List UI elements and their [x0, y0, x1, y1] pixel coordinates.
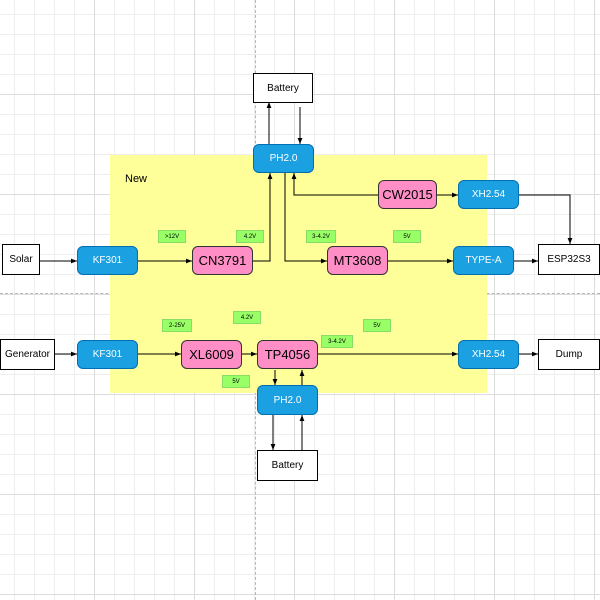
esp32s3-node[interactable]: ESP32S3	[538, 244, 600, 275]
voltage-label-tp4056-battery[interactable]: 5V	[222, 375, 250, 388]
generator-node[interactable]: Generator	[0, 339, 55, 370]
group-new-label: New	[125, 173, 148, 185]
voltage-label-xl6009-out[interactable]: 4.2V	[233, 311, 261, 324]
xh254-bottom-module[interactable]: XH2.54	[458, 340, 519, 369]
solar-node[interactable]: Solar	[2, 244, 40, 275]
dump-node[interactable]: Dump	[538, 339, 600, 370]
voltage-label-xh254-in[interactable]: 5V	[363, 319, 391, 332]
xl6009-module[interactable]: XL6009	[181, 340, 242, 369]
ph20-top-module[interactable]: PH2.0	[253, 144, 314, 173]
type-a-module[interactable]: TYPE-A	[453, 246, 514, 275]
voltage-label-mt3608-out[interactable]: 5V	[393, 230, 421, 243]
mt3608-module[interactable]: MT3608	[327, 246, 388, 275]
cw2015-module[interactable]: CW2015	[378, 180, 437, 209]
kf301-generator-module[interactable]: KF301	[77, 340, 138, 369]
wire-xh254-esp32s3	[519, 194, 573, 244]
voltage-label-tp4056-out[interactable]: 3-4.2V	[321, 335, 353, 348]
voltage-label-xl6009-in[interactable]: 2-25V	[162, 319, 192, 332]
ph20-bottom-module[interactable]: PH2.0	[257, 385, 318, 415]
battery-bottom-node[interactable]: Battery	[257, 450, 318, 481]
voltage-label-solar-in[interactable]: >12V	[158, 230, 186, 243]
voltage-label-cn3791-out[interactable]: 4.2V	[236, 230, 264, 243]
xh254-top-module[interactable]: XH2.54	[458, 180, 519, 209]
tp4056-module[interactable]: TP4056	[257, 340, 318, 369]
kf301-solar-module[interactable]: KF301	[77, 246, 138, 275]
voltage-label-mt3608-in[interactable]: 3-4.2V	[306, 230, 336, 243]
battery-top-node[interactable]: Battery	[253, 73, 313, 103]
cn3791-module[interactable]: CN3791	[192, 246, 253, 275]
